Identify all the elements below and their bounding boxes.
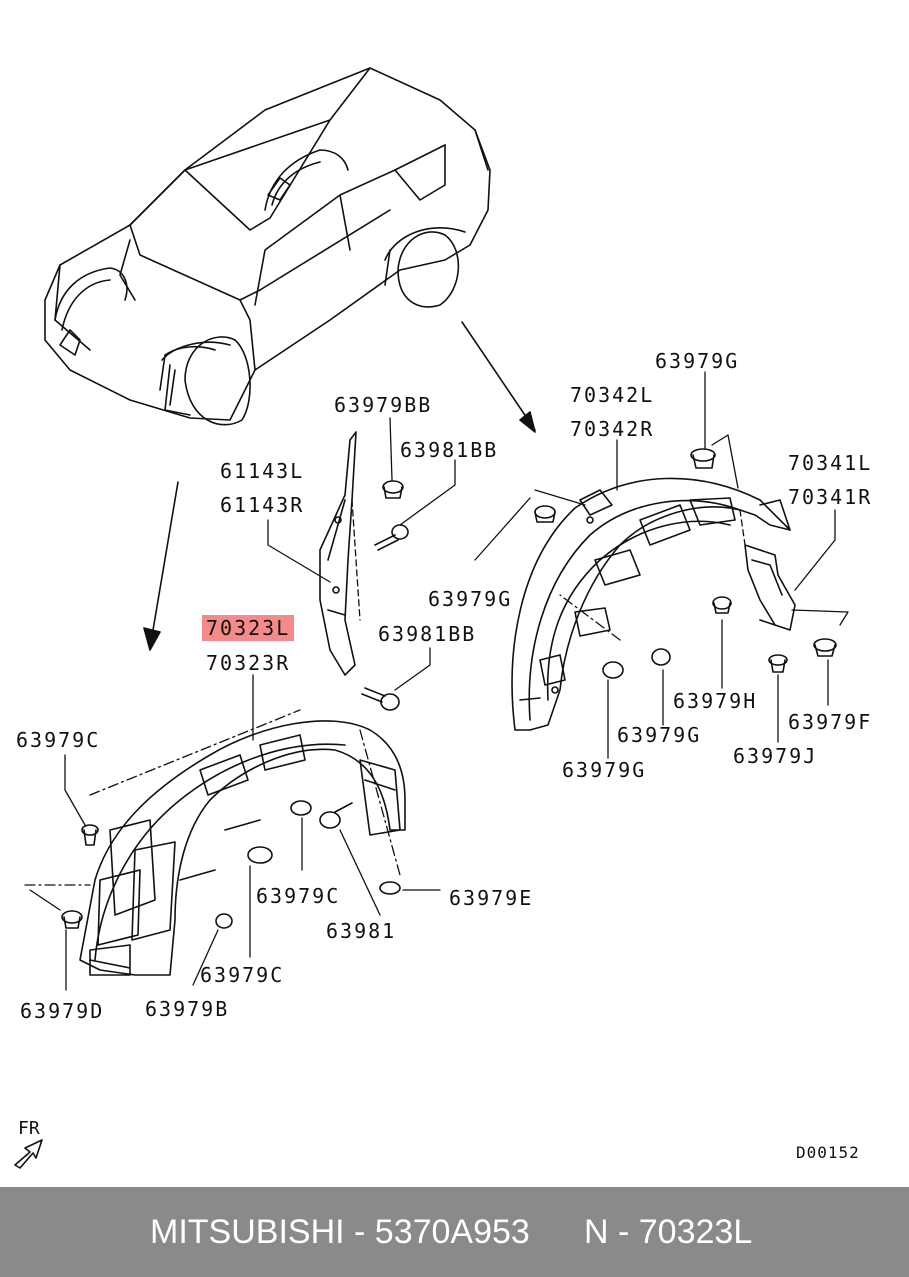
label-63979G-mid: 63979G	[617, 723, 702, 747]
label-63979C-low: 63979C	[200, 963, 285, 987]
label-63979D: 63979D	[20, 999, 105, 1023]
label-63979B: 63979B	[145, 997, 230, 1021]
fender-bracket	[319, 431, 357, 676]
label-70341R: 70341R	[788, 485, 873, 509]
label-63979J: 63979J	[733, 744, 818, 768]
label-70323R: 70323R	[206, 651, 291, 675]
label-63979BB: 63979BB	[334, 393, 433, 417]
highlight-70323L: 70323L	[202, 615, 295, 641]
parts-diagram	[14, 67, 849, 1169]
fasteners	[61, 448, 837, 929]
label-63981BB-top: 63981BB	[400, 438, 499, 462]
label-63979F: 63979F	[788, 710, 873, 734]
footer-bar: MITSUBISHI - 5370A953 N - 70323L	[0, 1187, 909, 1277]
leader-lines	[24, 371, 849, 991]
label-63981: 63981	[326, 919, 397, 943]
label-70342R: 70342R	[570, 417, 655, 441]
label-63979G-low: 63979G	[562, 758, 647, 782]
label-63979E: 63979E	[449, 886, 534, 910]
front-fender-liner	[79, 720, 406, 976]
footer-brand-part: MITSUBISHI - 5370A953	[150, 1213, 530, 1251]
label-63979H: 63979H	[673, 689, 758, 713]
footer-part-number: N - 70323L	[584, 1213, 753, 1251]
label-61143R: 61143R	[220, 493, 305, 517]
front-direction-icon	[14, 1139, 43, 1169]
label-63979G-top: 63979G	[655, 349, 740, 373]
direction-arrows	[143, 321, 536, 651]
label-61143L: 61143L	[220, 459, 305, 483]
label-70342L: 70342L	[570, 383, 655, 407]
label-63979C-left: 63979C	[16, 728, 101, 752]
label-63979C-mid: 63979C	[256, 884, 341, 908]
rear-splash-guard	[744, 544, 796, 631]
rear-fender-liner	[511, 477, 791, 731]
drawing-code: D00152	[796, 1143, 860, 1162]
label-70341L: 70341L	[788, 451, 873, 475]
vehicle-illustration	[44, 67, 491, 426]
label-70323L: 70323L	[202, 615, 295, 641]
label-63979G-left: 63979G	[428, 587, 513, 611]
front-indicator-label: FR	[18, 1118, 40, 1139]
label-63981BB-low: 63981BB	[378, 622, 477, 646]
